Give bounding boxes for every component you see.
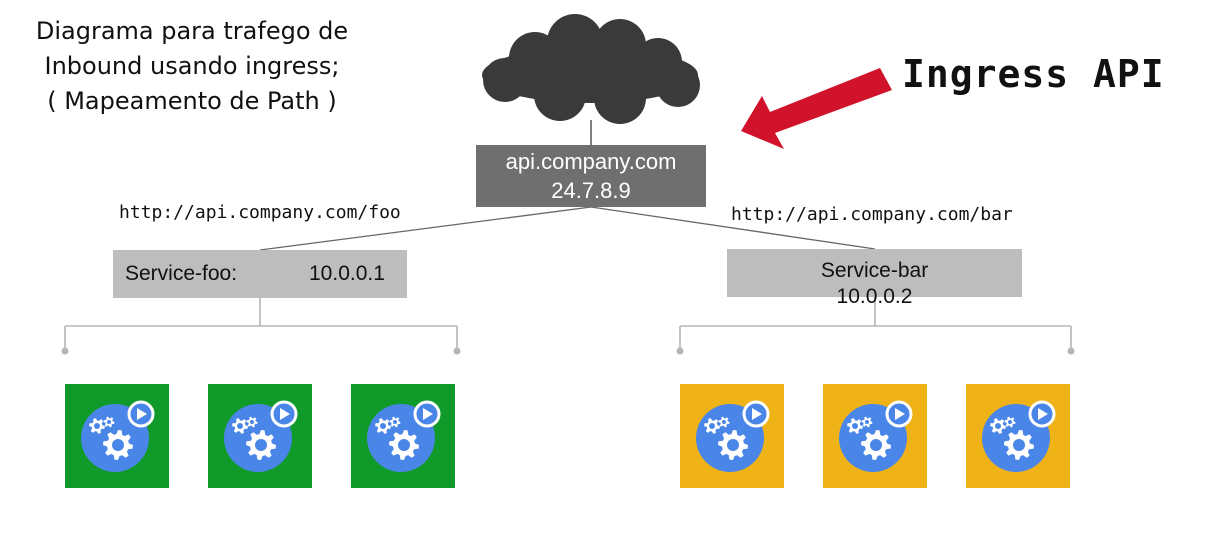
- red-arrow-icon: [741, 68, 892, 149]
- pod-tree-foo: [64, 298, 458, 350]
- route-url-foo: http://api.company.com/foo: [119, 202, 401, 223]
- pod-bar-1: [680, 384, 784, 488]
- pod-foo-1: [65, 384, 169, 488]
- gears-play-icon: [696, 400, 770, 472]
- gears-play-icon: [81, 400, 155, 472]
- service-bar-name: Service-bar: [820, 259, 929, 282]
- edge-endpoint-box: api.company.com 24.7.8.9: [476, 145, 706, 207]
- service-foo-box: Service-foo: 10.0.0.1: [113, 250, 407, 298]
- service-foo-ip: 10.0.0.1: [309, 262, 385, 285]
- route-line-foo: [259, 206, 592, 251]
- edge-ip: 24.7.8.9: [551, 178, 631, 203]
- service-bar-box: Service-bar 10.0.0.2: [727, 249, 1022, 308]
- pod-bar-3: [966, 384, 1070, 488]
- edge-host: api.company.com: [505, 149, 677, 174]
- route-line-bar: [590, 206, 876, 250]
- route-url-bar: http://api.company.com/bar: [731, 204, 1013, 225]
- title-line-1: Diagrama para trafego de: [35, 17, 349, 45]
- service-foo-name: Service-foo:: [125, 262, 238, 285]
- pod-tree-bar: [679, 297, 1072, 350]
- gears-play-icon: [982, 400, 1056, 472]
- service-bar-ip: 10.0.0.2: [836, 285, 913, 308]
- ingress-api-label: Ingress API: [902, 52, 1165, 96]
- title-line-3: ( Mapeamento de Path ): [47, 87, 337, 115]
- gears-play-icon: [367, 400, 441, 472]
- title-line-2: Inbound usando ingress;: [44, 52, 340, 80]
- pod-foo-2: [208, 384, 312, 488]
- gears-play-icon: [839, 400, 913, 472]
- internet-cloud-icon: [482, 14, 700, 124]
- gears-play-icon: [224, 400, 298, 472]
- diagram-title: Diagrama para trafego de Inbound usando …: [0, 14, 384, 119]
- pod-bar-2: [823, 384, 927, 488]
- pod-foo-3: [351, 384, 455, 488]
